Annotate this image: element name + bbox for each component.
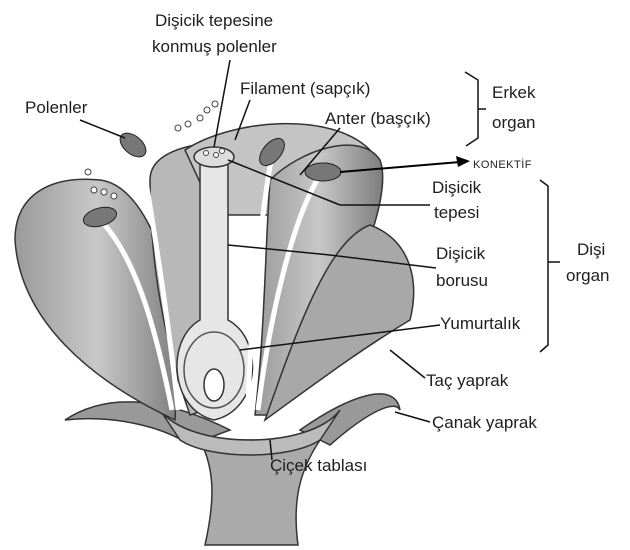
anther xyxy=(82,206,118,228)
label-anther: Anter (başçık) xyxy=(325,109,431,128)
label-receptacle: Çiçek tablası xyxy=(270,456,368,475)
label-sepal: Çanak yaprak xyxy=(432,413,537,432)
label-female-organ: Dişi xyxy=(577,240,606,259)
anther xyxy=(119,132,147,158)
ovary xyxy=(183,331,245,409)
label-pollen: Polenler xyxy=(25,98,88,117)
label-female-organ-2: organ xyxy=(566,266,610,285)
label-stigma: Dişicik xyxy=(432,178,482,197)
anther xyxy=(304,162,342,182)
label-male-organ-2: organ xyxy=(492,113,536,132)
label-style-2: borusu xyxy=(436,271,488,290)
filament-left2 xyxy=(98,218,175,411)
receptacle xyxy=(159,409,341,456)
leader-lines xyxy=(79,59,560,461)
anther xyxy=(259,137,285,167)
filament-left xyxy=(137,149,181,411)
label-style: Dişicik xyxy=(436,244,486,263)
filament-right xyxy=(245,154,275,411)
label-filament: Filament (sapçık) xyxy=(240,79,371,98)
connective-arrow xyxy=(339,161,461,173)
label-stigma-pollen-2: konmuş polenler xyxy=(152,37,277,56)
petal-far-right xyxy=(263,224,415,423)
label-petal: Taç yaprak xyxy=(426,371,509,390)
pollen-grains xyxy=(84,100,225,200)
ovule xyxy=(203,368,225,402)
pistil xyxy=(176,159,254,421)
label-male-organ: Erkek xyxy=(492,83,536,102)
connective-arrowhead xyxy=(456,156,470,167)
label-stigma-2: tepesi xyxy=(434,203,480,222)
label-stigma-pollen: Dişicik tepesine xyxy=(155,11,274,30)
label-connective: KONEKTİF xyxy=(473,159,533,171)
label-ovary: Yumurtalık xyxy=(440,314,521,333)
